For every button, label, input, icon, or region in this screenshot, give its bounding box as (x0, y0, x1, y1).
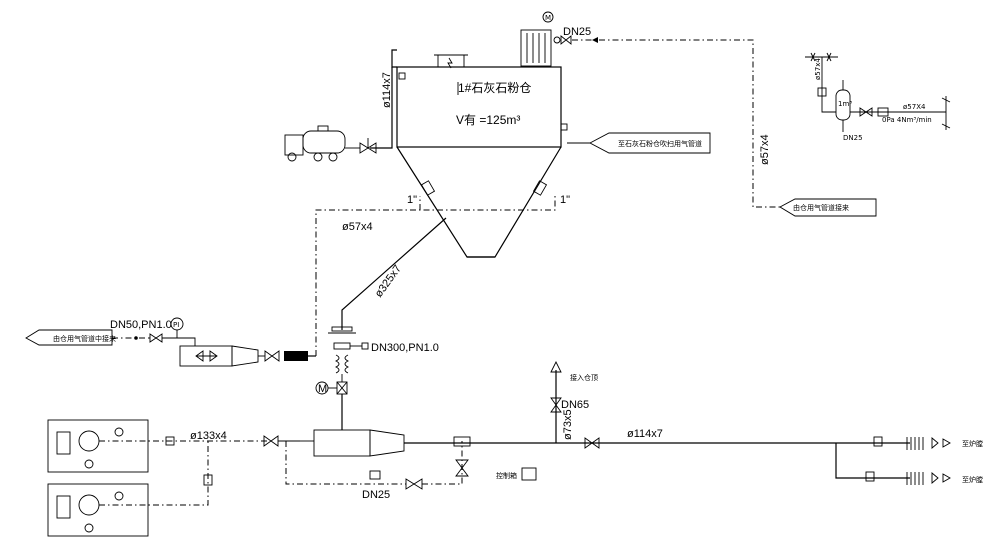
from-main-tag-label: 由仓用气管道中接来 (53, 334, 116, 343)
from-pipe-tag-label: 由仓用气管道接来 (793, 203, 849, 212)
ejector (300, 429, 405, 457)
pipe-114-vertical-label: ø114x7 (381, 72, 393, 108)
vertical-valve (455, 459, 469, 477)
truck-valve (359, 138, 377, 154)
one-inch-right: 1" (560, 194, 570, 206)
limestone-silo (396, 54, 568, 258)
furnace-label-2: 至炉膛 (962, 475, 983, 484)
flow-arrow-top (592, 37, 598, 43)
pipe-73-label: ø73x5 (562, 409, 574, 440)
inset-flow-label: 0Pa 4Nm³/min (882, 116, 932, 124)
dn25-bottom-label: DN25 (362, 489, 390, 501)
inset-dn-label: DN25 (843, 134, 863, 142)
furnace-label-1: 至炉膛 (962, 439, 983, 448)
silo-volume: V有 =125m³ (456, 113, 520, 127)
furnace-outlet-1 (873, 436, 951, 450)
pipe-57-vertical-label: ø57x4 (759, 134, 771, 165)
one-inch-left: 1" (407, 194, 417, 206)
pipe-57-horizontal-label: ø57x4 (342, 221, 373, 233)
furnace-outlet-2 (865, 471, 951, 485)
dn50-label: DN50,PN1.0 (110, 319, 172, 331)
control-box-label: 控制箱 (496, 471, 517, 480)
dn65-valve (550, 397, 562, 413)
pipe-133-label: ø133x4 (190, 430, 227, 442)
pi-gauge-label: PI (173, 321, 179, 329)
top-gas-valve (553, 35, 572, 45)
inset-pipe-label: ø57X4 (903, 103, 926, 111)
main-line-valve (584, 437, 600, 449)
silo-gas-tag (567, 132, 711, 154)
purge-gas-line (572, 39, 780, 208)
dn300-label: DN300,PN1.0 (371, 342, 439, 354)
silo-title: 1#石灰石粉仓 (458, 81, 531, 95)
pipe-325 (341, 217, 447, 330)
inset-tank-label: 1m³ (838, 100, 852, 108)
dn25-top-label: DN25 (563, 26, 591, 38)
air-tank-inset (805, 52, 951, 132)
dn65-label: DN65 (561, 399, 589, 411)
silo-gas-tag-label: 至石灰石粉仓吹扫用气管道 (618, 139, 702, 148)
blower-unit-2 (47, 483, 149, 537)
rotary-feeder-stack (315, 326, 369, 430)
svg-text:M: M (545, 14, 551, 22)
bag-filter: M (520, 11, 554, 67)
pi-gauge (170, 317, 184, 338)
heater-outlet-valve (264, 350, 308, 362)
to-silo-label: 接入仓顶 (570, 373, 598, 382)
heater (179, 345, 259, 367)
tanker-truck-icon (284, 125, 346, 162)
from-pipe-tag (779, 198, 877, 217)
inset-vert-label: ø57x4 (814, 58, 822, 80)
bypass-valve (405, 478, 423, 490)
pipe-57-dashed (315, 196, 556, 278)
motor-label: M (318, 383, 327, 395)
pipe-114-vertical (391, 49, 397, 68)
pipe-114-horizontal-label: ø114x7 (627, 428, 663, 440)
blower-unit-1 (47, 419, 149, 473)
